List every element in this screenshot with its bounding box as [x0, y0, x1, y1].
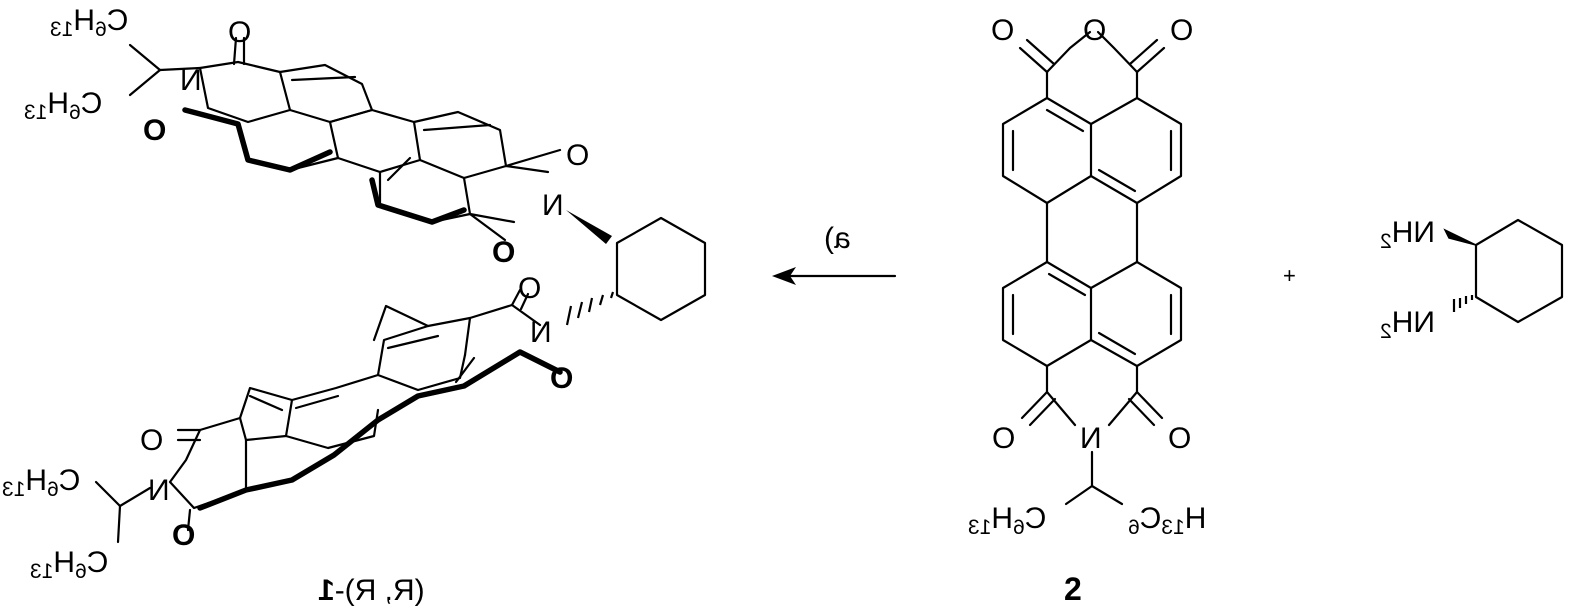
lower-imide-oxygen-bold-left: O [172, 519, 195, 552]
upper-imide-nitrogen-left: N [180, 64, 202, 97]
upper-imide-oxygen-right: O [566, 139, 589, 172]
product-cyclohexane [565, 216, 707, 326]
svg-text:NH2: NH2 [1380, 216, 1435, 253]
diaminocyclohexane-structure [1443, 218, 1564, 324]
svg-text:C6H13: C6H13 [24, 87, 102, 124]
upper-hexyl-1: C6H13 [50, 4, 128, 41]
reaction-arrow [772, 267, 897, 285]
lower-imide-oxygen-left: O [140, 424, 163, 457]
anhydride-carbonyl-oxygen-right: O [1170, 14, 1193, 47]
anhydride-carbonyl-oxygen-left: O [991, 14, 1014, 47]
svg-text:C6H13: C6H13 [30, 546, 108, 583]
compound-2-label: 2 [1064, 571, 1082, 607]
wedge-bond-upper-nitrogen [566, 210, 612, 244]
compound-1-label: (R, R)-1 [318, 574, 425, 607]
svg-text:NH2: NH2 [1380, 306, 1435, 343]
hashed-bond-lower-nitrogen [565, 291, 615, 326]
product-upper-pbi [128, 36, 612, 244]
reagent-label-group: a) [824, 222, 851, 255]
upper-imide-oxygen-bold-right: O [492, 236, 515, 269]
lower-hexyl-2: C6H13 [30, 546, 108, 583]
lower-hexyl-1: C6H13 [2, 464, 80, 501]
amine-upper: NH2 [1380, 216, 1435, 253]
lower-imide-nitrogen-left: N [148, 474, 170, 507]
compound-2-atoms: O O O N O O C6H13 H13C6 [968, 14, 1206, 539]
svg-text:C6H13: C6H13 [2, 464, 80, 501]
svg-text:C6H13: C6H13 [50, 4, 128, 41]
lower-imide-nitrogen-right: N [530, 316, 552, 349]
upper-imide-nitrogen-right: N [542, 189, 564, 222]
lower-imide-oxygen-bold-right: O [550, 362, 573, 395]
hashed-bond-lower [1452, 295, 1474, 312]
amine-lower: NH2 [1380, 306, 1435, 343]
hexyl-group-right: H13C6 [1128, 502, 1206, 539]
upper-imide-oxygen-top: O [228, 16, 251, 49]
plus-sign: + [1283, 263, 1296, 288]
svg-text:(R, R)-1: (R, R)-1 [318, 574, 425, 607]
wedge-bond-upper [1443, 228, 1477, 246]
product-lower-pbi [94, 288, 563, 544]
svg-text:C6H13: C6H13 [968, 502, 1046, 539]
imide-nitrogen: N [1080, 422, 1102, 455]
product-lower-atoms: O N O O N O C6H13 C6H13 [2, 272, 573, 583]
svg-text:H13C6: H13C6 [1128, 502, 1206, 539]
compound-2-structure [1001, 30, 1183, 506]
product-upper-atoms: O O N O O N C6H13 C6H13 [24, 4, 589, 269]
anhydride-bridge-oxygen: O [1083, 14, 1106, 47]
imide-carbonyl-oxygen-right: O [1168, 422, 1191, 455]
upper-hexyl-2: C6H13 [24, 87, 102, 124]
reagent-label: a) [824, 222, 851, 255]
imide-carbonyl-oxygen-left: O [992, 422, 1015, 455]
lower-imide-oxygen-top: O [518, 272, 541, 305]
upper-imide-oxygen-bold: O [143, 114, 166, 147]
hexyl-group-left: C6H13 [968, 502, 1046, 539]
